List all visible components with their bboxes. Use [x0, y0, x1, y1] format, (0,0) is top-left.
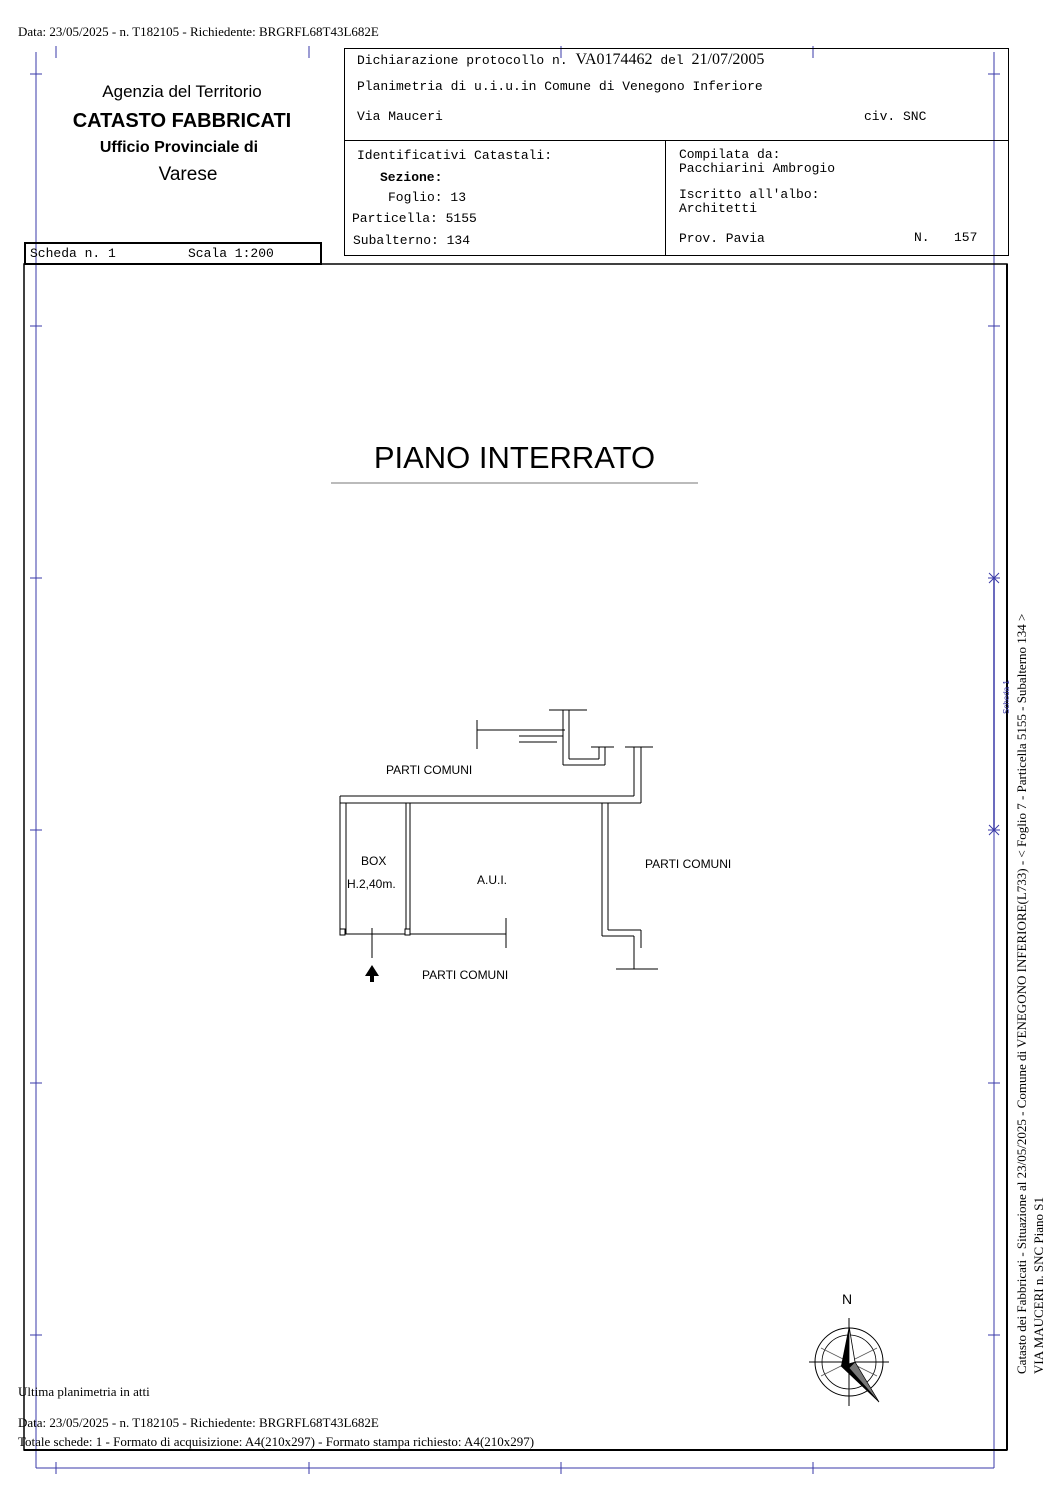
street: Via Mauceri: [357, 109, 443, 124]
footer-totals-line: Totale schede: 1 - Formato di acquisizio…: [18, 1434, 535, 1449]
registration-label: N.: [914, 230, 930, 245]
civic-number: civ. SNC: [864, 109, 927, 124]
identifiers-title: Identificativi Catastali:: [357, 148, 553, 163]
subalterno: Subalterno: 134: [353, 233, 471, 248]
registration-number: 157: [954, 230, 978, 245]
top-header-line: Data: 23/05/2025 - n. T182105 - Richiede…: [18, 24, 379, 39]
del-label: del: [660, 53, 684, 68]
declaration-line: Dichiarazione protocollo n. VA0174462 de…: [357, 51, 764, 69]
north-label: N: [842, 1291, 853, 1307]
compass-rose: [809, 1318, 889, 1406]
label-common-bottom: PARTI COMUNI: [422, 968, 509, 982]
side-situation-line: Catasto dei Fabbricati - Situazione al 2…: [1014, 613, 1029, 1374]
albo-value: Architetti: [679, 201, 758, 216]
agency-catasto: CATASTO FABBRICATI: [72, 110, 292, 132]
label-box: BOX: [361, 854, 387, 868]
label-common-top: PARTI COMUNI: [386, 763, 473, 777]
agency-name: Agenzia del Territorio: [102, 82, 262, 101]
side-address-line: VIA MAUCERI n. SNC Piano S1: [1031, 1197, 1046, 1374]
label-box-height: H.2,40m.: [347, 877, 396, 891]
foglio: Foglio: 13: [388, 190, 467, 205]
side-scale-label: Scheda 1: [1002, 680, 1011, 714]
plan-title: PIANO INTERRATO: [373, 440, 656, 475]
plan-line: Planimetria di u.i.u.in Comune di Venego…: [357, 79, 763, 94]
compiler-name: Pacchiarini Ambrogio: [679, 161, 836, 176]
footer-data-line: Data: 23/05/2025 - n. T182105 - Richiede…: [18, 1415, 379, 1430]
compiler-box: [665, 140, 1009, 256]
sheet-scale: Scala 1:200: [188, 246, 274, 261]
footer-last-plan: Ultima planimetria in atti: [18, 1384, 150, 1399]
province: Prov. Pavia: [679, 231, 765, 246]
sheet-box: [24, 242, 322, 265]
albo-label: Iscritto all'albo:: [679, 187, 820, 202]
protocol-number: VA0174462: [575, 51, 653, 68]
label-aui: A.U.I.: [477, 873, 508, 887]
sezione: Sezione:: [380, 170, 443, 185]
sheet-number: Scheda n. 1: [30, 246, 116, 261]
particella: Particella: 5155: [352, 211, 477, 226]
agency-province: Varese: [158, 164, 218, 185]
protocol-date: 21/07/2005: [691, 51, 765, 68]
label-common-right: PARTI COMUNI: [645, 857, 732, 871]
declaration-prefix: Dichiarazione protocollo n.: [357, 53, 568, 68]
compiler-label: Compilata da:: [679, 147, 781, 162]
agency-office: Ufficio Provinciale di: [99, 139, 259, 156]
